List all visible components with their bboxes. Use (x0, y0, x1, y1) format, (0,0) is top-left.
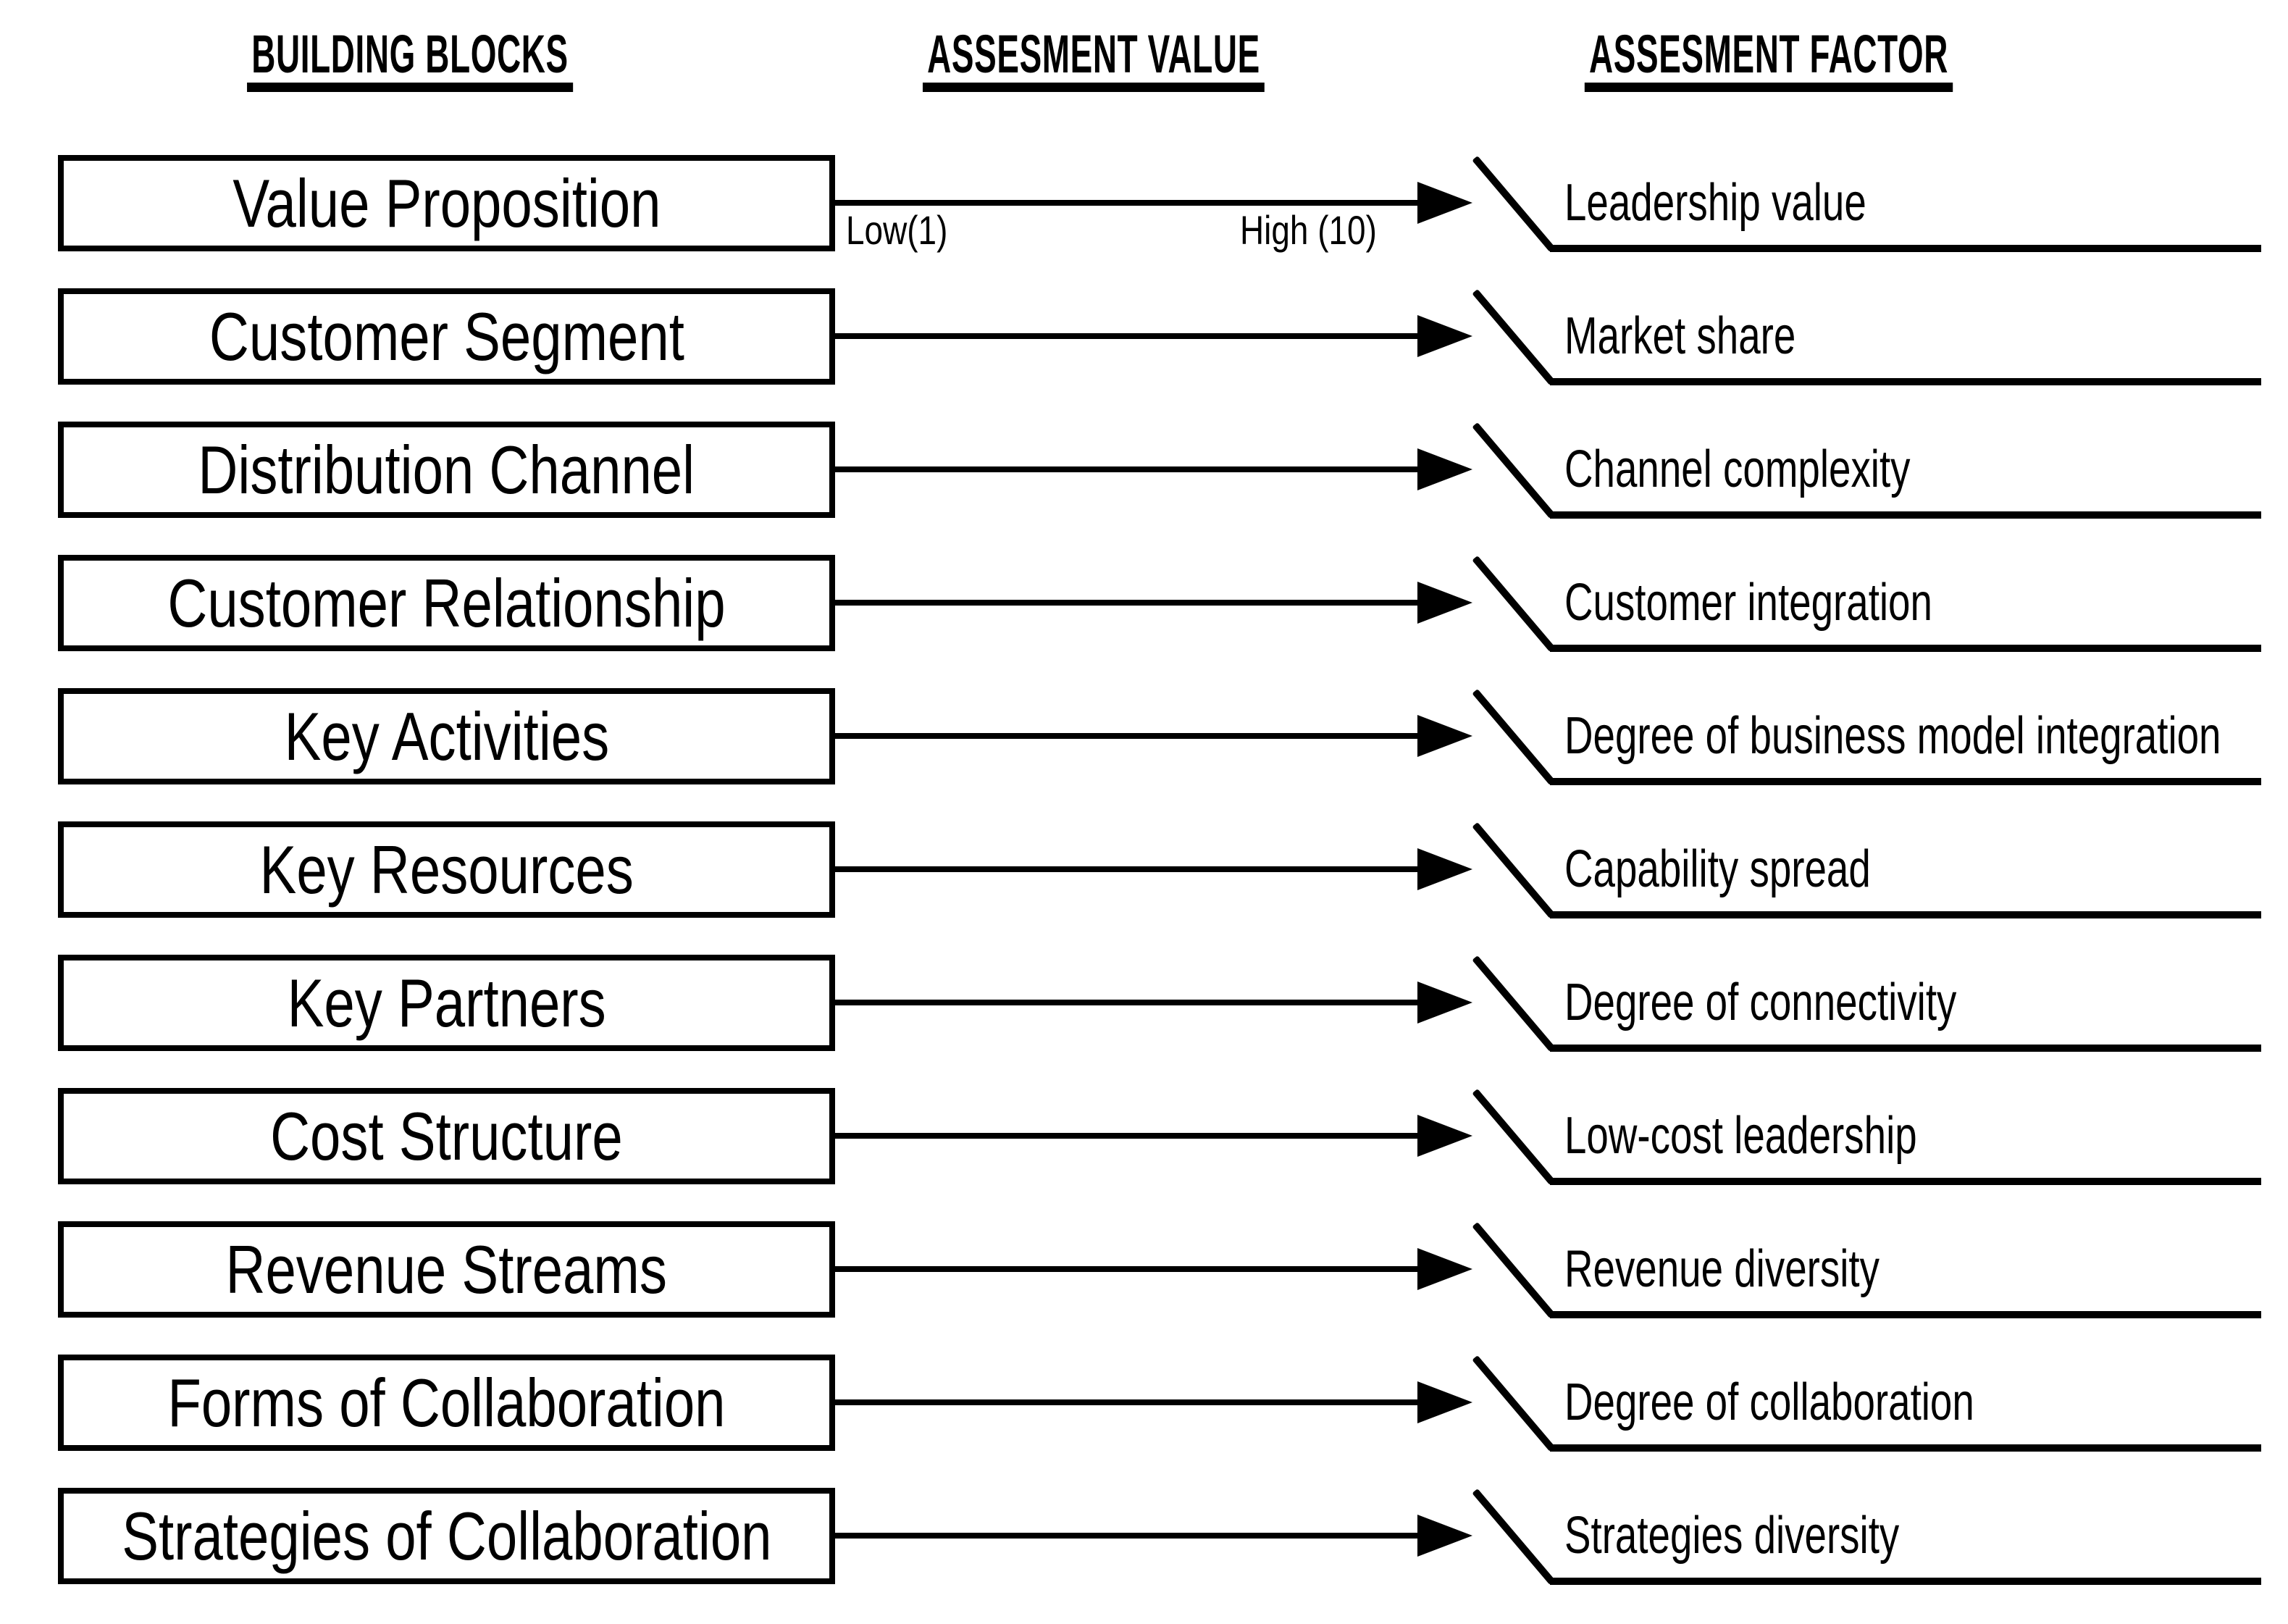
arrowhead-icon (1417, 1515, 1472, 1557)
diagram-row-10: Forms of Collaboration Degree of collabo… (0, 1355, 2288, 1488)
factor-underline (1550, 1311, 2261, 1318)
arrowhead-icon (1417, 981, 1472, 1024)
factor-diagonal-tick (1472, 289, 1556, 386)
building-block-box: Value Proposition (58, 155, 835, 251)
building-block-box: Cost Structure (58, 1088, 835, 1184)
arrowhead-icon (1417, 1248, 1472, 1290)
assesment-factor-label: Market share (1564, 307, 1796, 365)
arrowhead-icon (1417, 182, 1472, 224)
building-block-box: Revenue Streams (58, 1221, 835, 1318)
assesment-factor-label: Strategies diversity (1564, 1507, 1900, 1565)
diagram-row-3: Distribution Channel Channel complexity (0, 422, 2288, 555)
factor-diagonal-tick (1472, 422, 1556, 519)
scale-label-low: Low(1) (846, 207, 948, 253)
diagram-row-6: Key Resources Capability spread (0, 821, 2288, 955)
assesment-factor-label: Leadership value (1564, 174, 1866, 232)
arrowhead-icon (1417, 1115, 1472, 1157)
factor-diagonal-tick (1472, 955, 1556, 1052)
assesment-factor-label: Degree of connectivity (1564, 974, 1957, 1031)
factor-underline (1550, 511, 2261, 519)
factor-underline (1550, 1444, 2261, 1452)
assesment-factor-label: Degree of business model integration (1564, 707, 2221, 765)
factor-underline (1550, 911, 2261, 918)
building-block-label: Distribution Channel (198, 431, 695, 508)
factor-diagonal-tick (1472, 556, 1556, 653)
assessment-value-arrow-line (831, 1533, 1418, 1539)
arrowhead-icon (1417, 315, 1472, 357)
assessment-value-arrow-line (831, 1266, 1418, 1272)
building-block-label: Key Resources (259, 831, 634, 908)
diagram-row-1: Value Proposition Leadership value (0, 155, 2288, 288)
factor-diagonal-tick (1472, 1222, 1556, 1319)
arrowhead-icon (1417, 1381, 1472, 1423)
building-block-label: Customer Relationship (167, 564, 726, 641)
diagram-row-2: Customer Segment Market share (0, 288, 2288, 422)
column-header-building-blocks: BUILDING BLOCKS (247, 28, 573, 92)
assesment-factor-label: Degree of collaboration (1564, 1373, 1974, 1431)
diagram-row-5: Key Activities Degree of business model … (0, 688, 2288, 821)
building-block-box: Key Activities (58, 688, 835, 784)
diagram-row-7: Key Partners Degree of connectivity (0, 955, 2288, 1088)
diagram-row-11: Strategies of Collaboration Strategies d… (0, 1488, 2288, 1621)
factor-diagonal-tick (1472, 689, 1556, 786)
building-block-box: Key Partners (58, 955, 835, 1051)
building-block-box: Key Resources (58, 821, 835, 918)
building-block-label: Revenue Streams (225, 1231, 668, 1307)
building-block-label: Cost Structure (270, 1097, 623, 1174)
factor-underline (1550, 378, 2261, 385)
building-block-label: Key Activities (284, 698, 609, 774)
assesment-factor-label: Capability spread (1564, 840, 1871, 898)
factor-diagonal-tick (1472, 1089, 1556, 1186)
building-block-label: Strategies of Collaboration (121, 1497, 772, 1574)
factor-underline (1550, 1578, 2261, 1585)
diagram-row-4: Customer Relationship Customer integrati… (0, 555, 2288, 688)
building-block-label: Key Partners (287, 964, 606, 1041)
diagram-row-9: Revenue Streams Revenue diversity (0, 1221, 2288, 1355)
factor-underline (1550, 645, 2261, 652)
building-block-label: Value Proposition (232, 164, 661, 241)
assessment-value-arrow-line (831, 200, 1418, 206)
assessment-value-arrow-line (831, 600, 1418, 606)
building-block-box: Customer Relationship (58, 555, 835, 651)
arrowhead-icon (1417, 848, 1472, 890)
scale-label-high: High (10) (1240, 207, 1377, 253)
building-block-label: Forms of Collaboration (167, 1364, 726, 1441)
assessment-value-arrow-line (831, 1133, 1418, 1139)
assessment-value-arrow-line (831, 733, 1418, 739)
factor-diagonal-tick (1472, 1355, 1556, 1452)
factor-diagonal-tick (1472, 156, 1556, 253)
assesment-factor-label: Low-cost leadership (1564, 1107, 1917, 1165)
factor-underline (1550, 778, 2261, 785)
assessment-value-arrow-line (831, 466, 1418, 472)
factor-underline (1550, 1045, 2261, 1052)
factor-underline (1550, 1178, 2261, 1185)
assessment-value-arrow-line (831, 1399, 1418, 1405)
building-block-box: Forms of Collaboration (58, 1355, 835, 1451)
assessment-value-arrow-line (831, 333, 1418, 339)
building-block-label: Customer Segment (209, 298, 684, 374)
building-block-box: Strategies of Collaboration (58, 1488, 835, 1584)
column-header-assesment-factor: ASSESMENT FACTOR (1584, 28, 1953, 92)
assesment-factor-label: Revenue diversity (1564, 1240, 1880, 1298)
building-block-box: Distribution Channel (58, 422, 835, 518)
assesment-factor-label: Channel complexity (1564, 440, 1911, 498)
factor-diagonal-tick (1472, 1489, 1556, 1586)
assessment-value-arrow-line (831, 1000, 1418, 1005)
diagram-row-8: Cost Structure Low-cost leadership (0, 1088, 2288, 1221)
assesment-factor-label: Customer integration (1564, 574, 1932, 632)
assessment-value-arrow-line (831, 866, 1418, 872)
column-header-assesment-value: ASSESMENT VALUE (922, 28, 1265, 92)
factor-underline (1550, 245, 2261, 252)
arrowhead-icon (1417, 582, 1472, 624)
arrowhead-icon (1417, 715, 1472, 757)
factor-diagonal-tick (1472, 822, 1556, 919)
arrowhead-icon (1417, 448, 1472, 490)
building-block-box: Customer Segment (58, 288, 835, 385)
